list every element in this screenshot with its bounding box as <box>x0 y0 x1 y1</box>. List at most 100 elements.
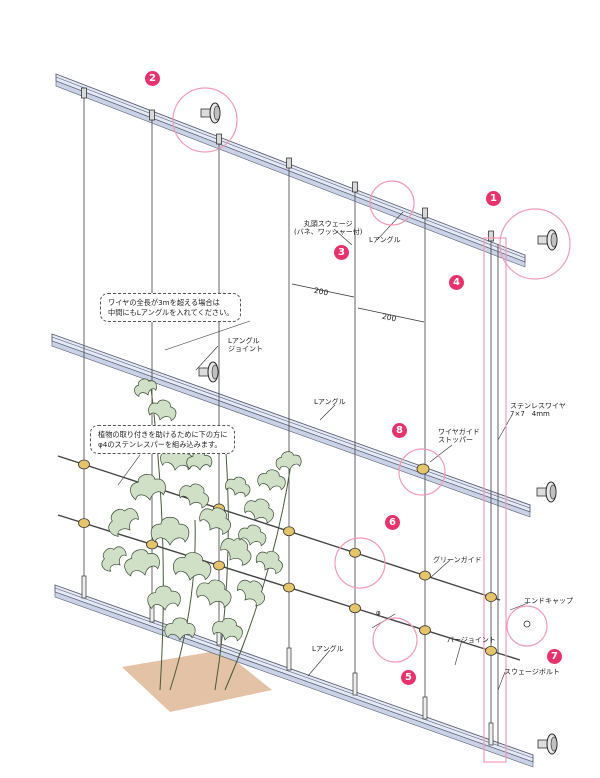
marker-3: 3 <box>334 245 349 260</box>
middle-l-angle <box>51 333 531 513</box>
ivy-leaf-15 <box>236 579 265 607</box>
ivy-stem-2 <box>214 439 229 691</box>
swage-bolt-1 <box>81 575 87 599</box>
marker-1: 1 <box>486 191 501 206</box>
dimension-line-a <box>291 283 355 298</box>
leader-line-13 <box>497 671 506 691</box>
top-swage-7 <box>488 230 494 242</box>
ivy-leaf-6 <box>179 483 209 509</box>
bottom-l-angle <box>54 584 534 763</box>
ivy-leaf-25 <box>255 550 283 575</box>
leader-line-8 <box>429 559 451 579</box>
label-green-guide: グリーンガイド <box>433 556 482 564</box>
highlight-ring-8 <box>398 448 446 496</box>
ivy-leaf-9 <box>199 507 231 535</box>
green-guide-lower-1 <box>78 518 90 529</box>
label-end-cap: エンドキャップ <box>524 597 573 605</box>
marker-7: 7 <box>547 649 562 664</box>
leader-line-1 <box>164 320 251 351</box>
ivy-leaf-11 <box>173 552 212 581</box>
top-swage-4 <box>286 157 292 169</box>
ivy-stem-3 <box>169 519 196 691</box>
top-right-bracket-plate-inner <box>550 232 558 248</box>
callout-plant-spacer-line1: 植物の取り付きを助けるために下の方に <box>98 430 228 439</box>
green-guide-lower-3 <box>213 560 225 571</box>
ivy-leaf-18 <box>244 498 274 524</box>
green-guide-lower-2 <box>146 539 158 550</box>
highlight-wire-4 <box>483 237 507 763</box>
label-l-angle-joint-line2: ジョイント <box>228 345 263 354</box>
top-swage-2 <box>149 109 155 121</box>
green-guide-lower-5 <box>349 603 361 614</box>
wire-guide-stopper <box>416 463 430 475</box>
ivy-leaf-20 <box>275 451 302 471</box>
highlight-ring-5 <box>372 617 418 663</box>
ivy-leaf-5 <box>130 473 166 501</box>
label-stainless-wire-line2: 7×7 4mm <box>510 410 550 419</box>
label-bar-joint: バージョイント <box>447 636 496 644</box>
marker-2: 2 <box>145 71 160 86</box>
marker-5: 5 <box>401 670 416 685</box>
leader-line-12 <box>307 649 331 677</box>
leader-line-2 <box>195 345 219 371</box>
swage-bolt-6 <box>422 696 428 720</box>
ivy-leaf-7 <box>108 508 139 537</box>
green-guide-lower-7 <box>485 645 497 656</box>
ivy-leaf-2 <box>148 399 177 422</box>
label-maru-swage: 丸頭スウェージ (バネ、ワッシャー付) <box>294 220 362 236</box>
swage-bolt-7 <box>488 722 494 746</box>
ivy-leaf-10 <box>124 549 160 577</box>
label-l-angle-top: Lアングル <box>369 236 401 244</box>
highlight-ring-6 <box>334 537 386 589</box>
green-guide-upper-6 <box>419 570 431 581</box>
ivy-leaf-19 <box>257 469 286 491</box>
ivy-leaf-22 <box>238 524 267 547</box>
label-maru-swage-line1: 丸頭スウェージ <box>303 220 353 228</box>
middle-l-angle-underside <box>51 340 531 518</box>
label-l-angle-mid: Lアングル <box>314 398 346 406</box>
callout-wire-over-3m-line2: 中間にもLアングルを入れてください。 <box>108 307 234 317</box>
label-l-angle-joint-line1: Lアングル <box>228 337 260 345</box>
label-l-angle-bottom: Lアングル <box>312 645 344 653</box>
ivy-leaf-1 <box>134 378 157 397</box>
leader-line-11 <box>454 639 463 666</box>
label-wire-guide-stopper-line1: ワイヤガイド <box>438 428 480 436</box>
highlight-ring-7 <box>506 605 548 647</box>
highlight-ring-3 <box>369 180 415 226</box>
green-guide-upper-4 <box>283 526 295 537</box>
green-guide-lower-6 <box>419 625 431 636</box>
mid-right-bracket-plate-inner <box>549 484 557 500</box>
leader-line-14 <box>117 454 141 486</box>
leader-line-4 <box>376 211 404 241</box>
leader-line-9 <box>509 602 529 611</box>
label-l-angle-joint: Lアングル ジョイント <box>228 337 263 353</box>
end-cap <box>523 620 531 628</box>
mid-left-bracket-plate-inner <box>211 364 219 380</box>
green-guide-lower-4 <box>283 582 295 593</box>
ivy-leaf-12 <box>220 538 252 566</box>
green-guide-upper-1 <box>78 459 90 470</box>
label-swage-bolt: スウェージボルト <box>504 668 560 676</box>
label-phi4-spacer: φ <box>376 609 381 617</box>
label-stainless-wire: ステンレスワイヤ 7×7 4mm <box>510 402 566 418</box>
highlight-ring-2 <box>172 87 238 153</box>
label-wire-guide-stopper: ワイヤガイド ストッパー <box>438 428 480 444</box>
swage-bolt-4 <box>286 647 292 671</box>
ivy-leaf-14 <box>196 579 232 608</box>
callout-wire-over-3m: ワイヤの全長が3mを超える場合は 中間にもLアングルを入れてください。 <box>100 293 242 323</box>
ivy-leaf-17 <box>212 617 243 642</box>
dimension-line-b <box>357 307 425 323</box>
middle-l-angle-flange-edge <box>51 336 531 509</box>
label-maru-swage-line2: (バネ、ワッシャー付) <box>294 228 363 237</box>
ivy-leaf-13 <box>147 585 181 611</box>
leader-line-3 <box>334 229 353 246</box>
marker-6: 6 <box>385 515 400 530</box>
ivy-leaf-8 <box>150 516 190 546</box>
leader-line-5 <box>319 404 336 421</box>
highlight-ring-1 <box>499 208 571 280</box>
ground-patch <box>122 650 272 712</box>
top-l-angle-underside <box>55 80 526 268</box>
bottom-l-angle-flange-edge <box>54 587 534 759</box>
